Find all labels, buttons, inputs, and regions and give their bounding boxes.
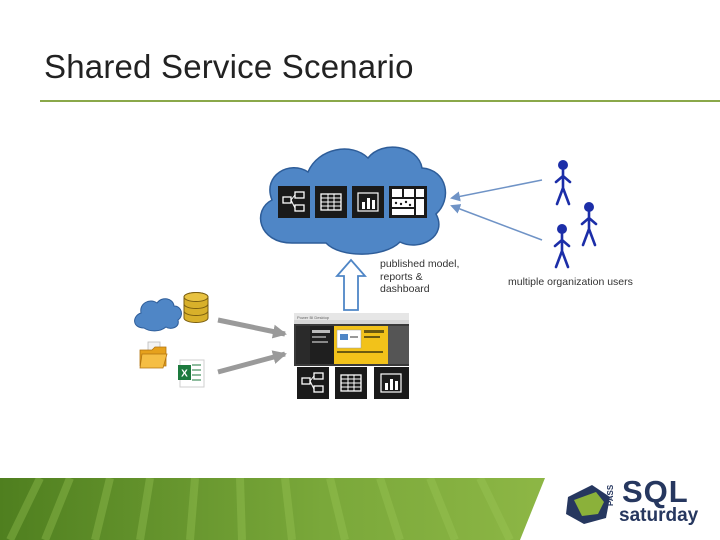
desktop-report-tile (374, 367, 409, 399)
published-label-line: dashboard (380, 283, 430, 295)
cloud-table-tile (315, 186, 347, 218)
user-figure (554, 160, 572, 206)
access-arrow (450, 204, 543, 241)
user-figure (580, 202, 598, 247)
scenario-diagram: X Power BI Desktop (134, 146, 598, 399)
access-arrow (450, 179, 543, 202)
published-label-line: reports & (380, 270, 423, 283)
logo-sql-text: SQL (622, 474, 689, 509)
published-label-line: published model, (380, 258, 460, 270)
svg-text:X: X (181, 369, 188, 380)
svg-text:Power BI Desktop: Power BI Desktop (297, 315, 330, 320)
title-underline (40, 100, 720, 102)
desktop-model-tile (297, 367, 329, 399)
footer-band (0, 478, 720, 540)
users-label: multiple organization users (508, 276, 633, 288)
excel-icon: X (178, 359, 205, 388)
cloud-model-tile (278, 186, 310, 218)
user-figure (553, 224, 571, 269)
database-icon (183, 292, 209, 323)
source-arrow (217, 350, 287, 375)
published-label: published model, reports & dashboard (380, 258, 459, 296)
desktop-table-tile (335, 367, 367, 399)
logo-saturday-text: saturday (619, 505, 699, 526)
cloud-dashboard-tile (389, 186, 427, 218)
cloud-source-icon (134, 298, 182, 332)
folder-icon (139, 341, 168, 369)
logo-pass-text: PASS (606, 484, 615, 506)
source-arrow (217, 317, 287, 339)
desktop-app-window: Power BI Desktop (294, 313, 409, 366)
slide-title: Shared Service Scenario (44, 48, 414, 85)
cloud-report-tile (352, 186, 384, 218)
pass-logo-icon (566, 485, 610, 524)
publish-arrow (335, 258, 367, 311)
